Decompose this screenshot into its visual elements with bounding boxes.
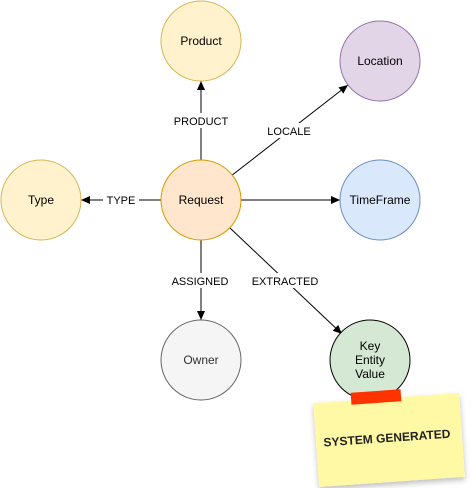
node-request[interactable]: Request (160, 159, 242, 241)
sticky-note: SYSTEM GENERATED (313, 392, 465, 487)
node-owner[interactable]: Owner (160, 319, 242, 401)
node-type[interactable]: Type (0, 159, 82, 241)
svg-text:Owner: Owner (183, 353, 218, 367)
edge-label-type: TYPE (103, 193, 139, 208)
node-location[interactable]: Location (339, 20, 421, 102)
svg-text:EXTRACTED: EXTRACTED (252, 276, 319, 288)
svg-text:Type: Type (28, 193, 54, 207)
svg-text:Entity: Entity (355, 353, 385, 367)
edge-label-assigned: ASSIGNED (167, 273, 233, 288)
svg-text:TimeFrame: TimeFrame (350, 193, 411, 207)
svg-text:Key: Key (360, 339, 381, 353)
sticky-note-tape (350, 389, 402, 405)
svg-text:Location: Location (357, 54, 402, 68)
node-product[interactable]: Product (160, 0, 242, 82)
svg-text:Product: Product (180, 34, 222, 48)
node-key-entity-value[interactable]: Key Entity Value (329, 319, 411, 401)
node-timeframe[interactable]: TimeFrame (339, 159, 421, 241)
edge-label-product: PRODUCT (171, 113, 231, 128)
edge-label-locale: LOCALE (264, 123, 314, 138)
svg-text:PRODUCT: PRODUCT (174, 116, 229, 128)
svg-text:ASSIGNED: ASSIGNED (172, 276, 229, 288)
svg-text:LOCALE: LOCALE (267, 126, 310, 138)
edge-label-extracted: EXTRACTED (248, 273, 322, 288)
svg-text:Request: Request (179, 193, 224, 207)
svg-text:Value: Value (355, 367, 385, 381)
svg-text:TYPE: TYPE (107, 195, 136, 207)
